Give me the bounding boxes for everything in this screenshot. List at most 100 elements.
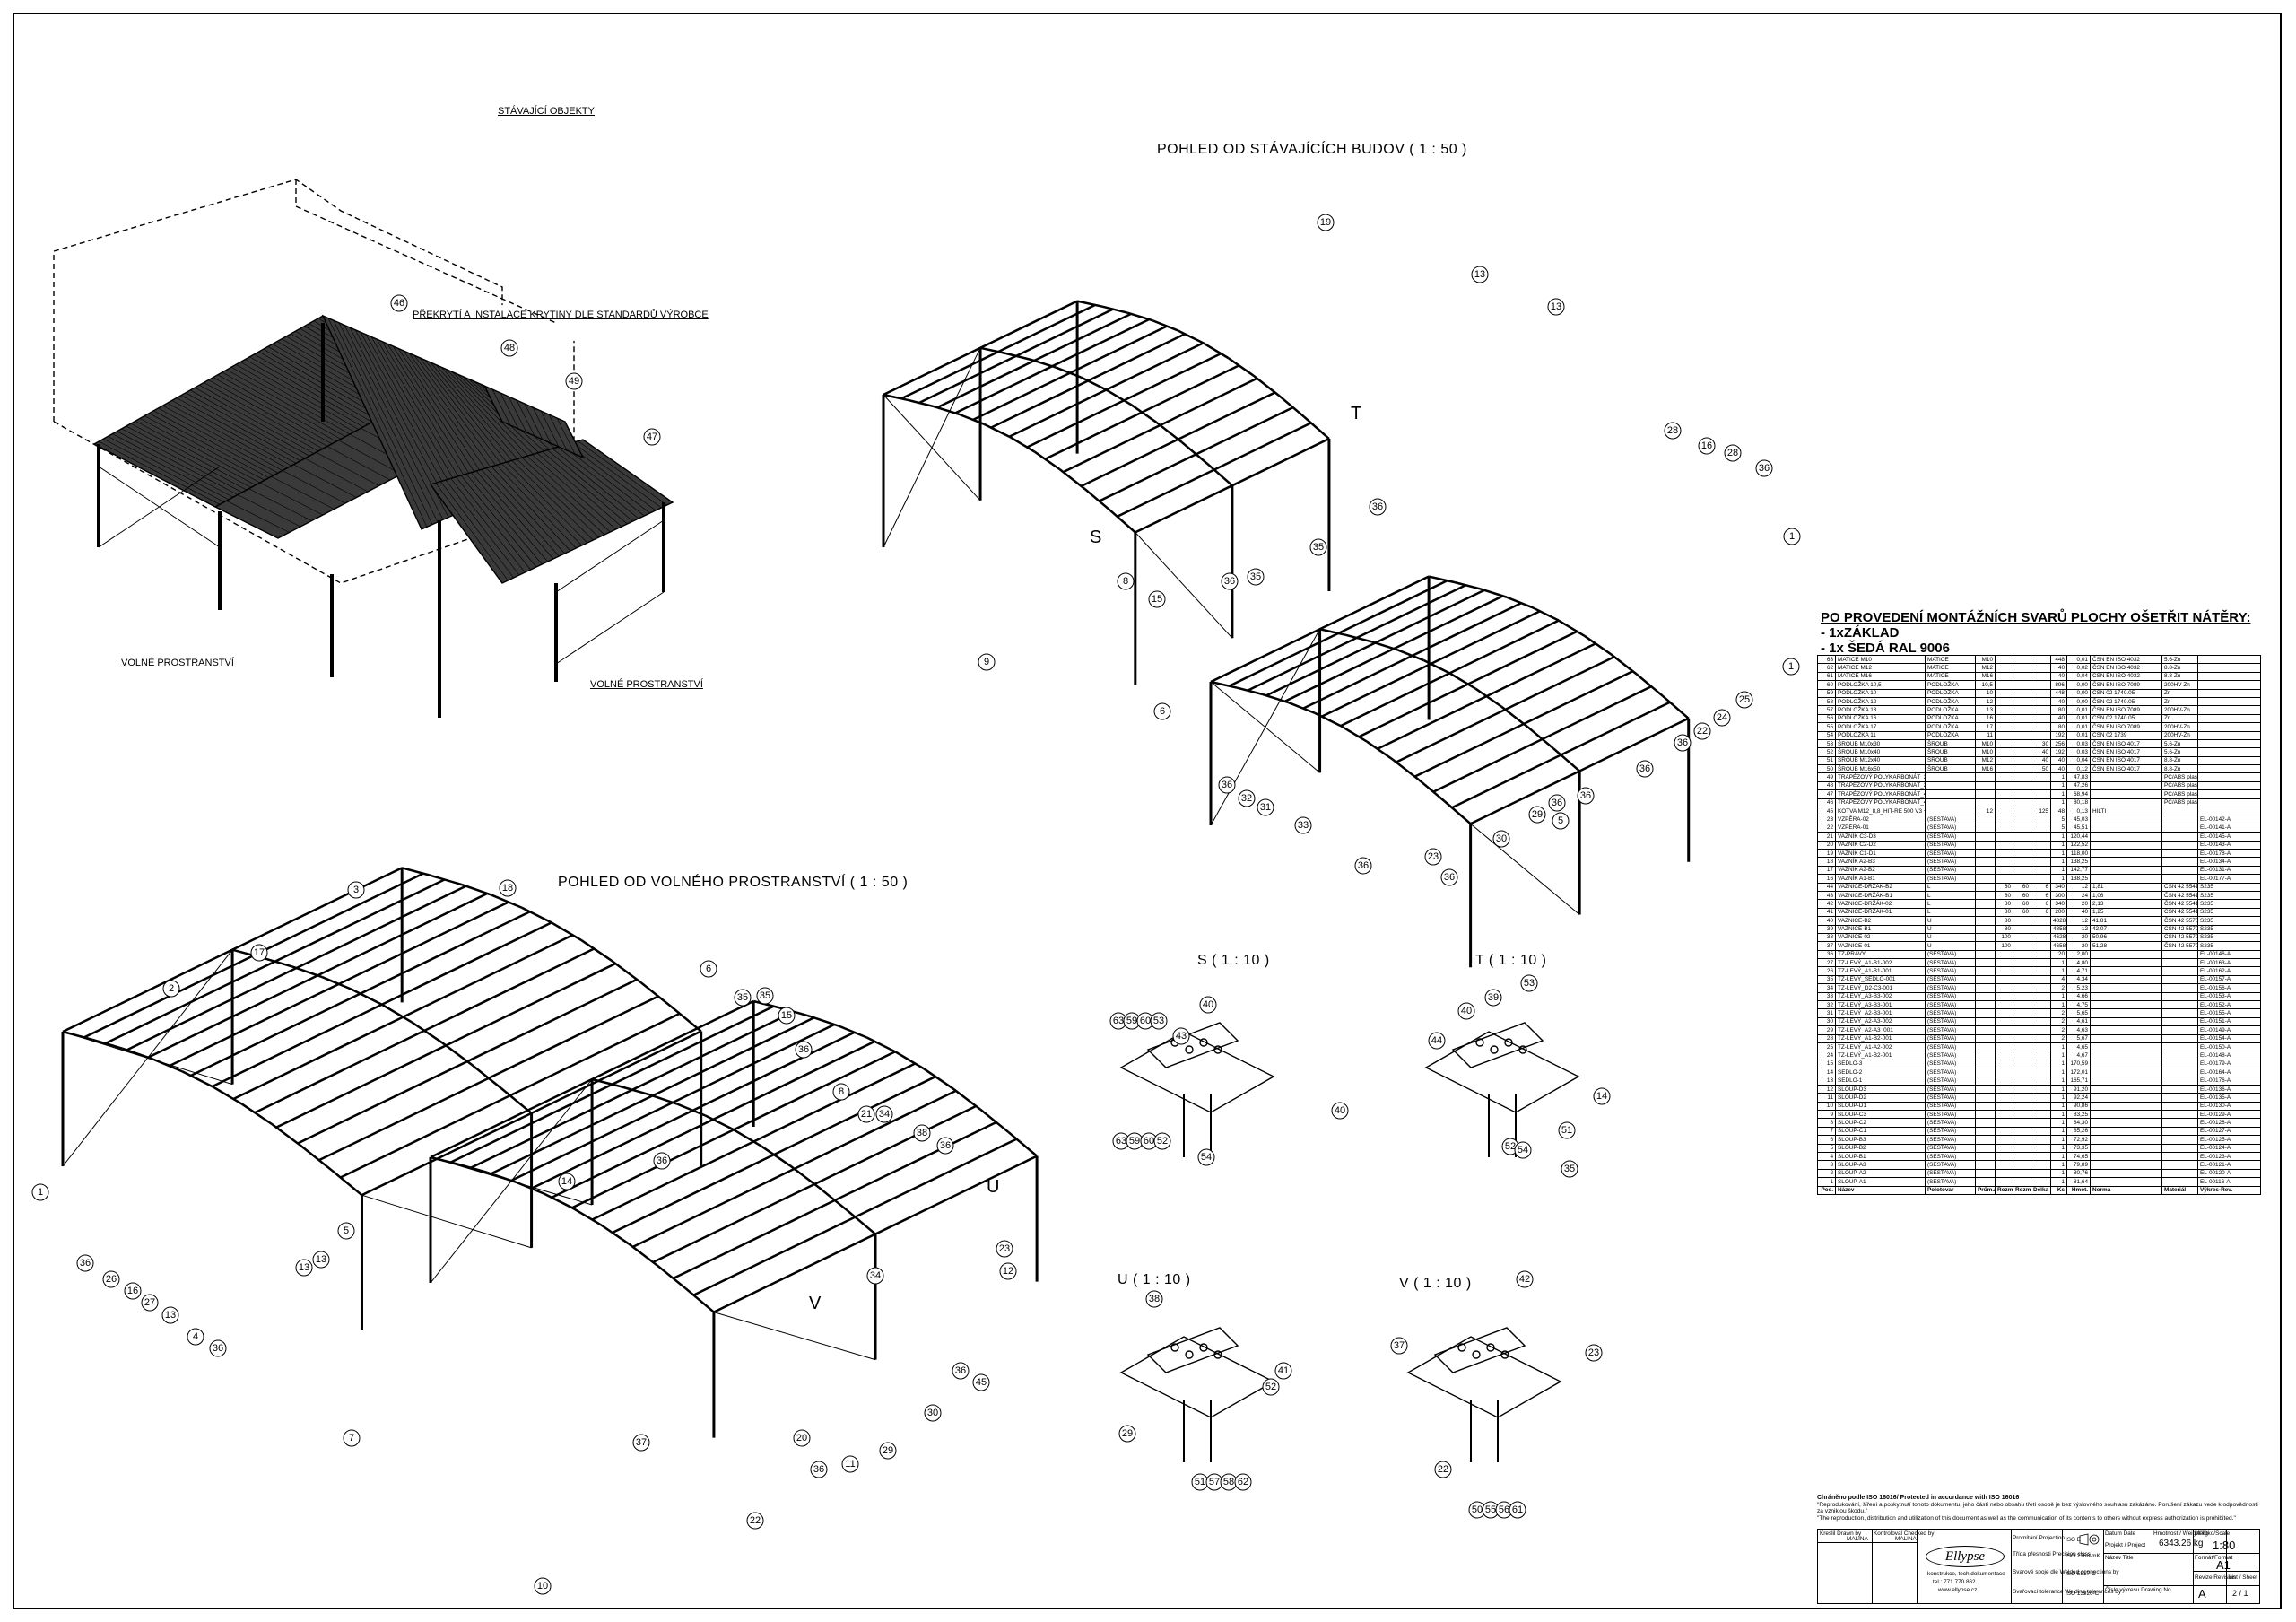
- bom-cell: 5: [1817, 1143, 1836, 1154]
- member-line: [818, 1186, 848, 1212]
- position-bubble: 37: [632, 1434, 650, 1452]
- bom-cell: [2031, 671, 2051, 682]
- member-line: [1470, 823, 1580, 915]
- bom-cell: 40: [2050, 696, 2067, 707]
- bom-cell: 1: [2050, 1093, 2067, 1103]
- bom-cell: [2013, 983, 2031, 993]
- member-line: [254, 353, 373, 423]
- bom-cell: [2013, 857, 2031, 867]
- bom-cell: 0,12: [2066, 764, 2091, 774]
- bom-cell: [2013, 705, 2031, 715]
- svg-text:13: 13: [1551, 301, 1561, 312]
- paint-note-line1: - 1xZÁKLAD: [1821, 625, 1900, 641]
- bom-cell: [2031, 1084, 2051, 1094]
- bom-cell: 1: [2050, 958, 2067, 968]
- member-line: [1004, 352, 1031, 362]
- bom-cell: ŠROUB: [1925, 764, 1976, 774]
- bom-cell: [1995, 738, 2013, 749]
- bom-cell: [2013, 1160, 2031, 1170]
- bom-cell: 60: [1995, 890, 2013, 901]
- bom-cell: [2031, 1068, 2051, 1077]
- bom-cell: VAZNICE-DRŽÁK-01: [1835, 907, 1926, 918]
- position-bubble: 35: [756, 987, 774, 1005]
- bom-cell: 56: [1817, 713, 1836, 724]
- bom-cell: 125: [2031, 807, 2051, 816]
- bom-cell: VZPĚRA-02: [1835, 815, 1926, 824]
- bom-cell: EL-00120-A: [2197, 1168, 2261, 1179]
- bom-cell: [1995, 1093, 2013, 1103]
- bom-cell: [2090, 1076, 2162, 1086]
- bom-cell: [1975, 1042, 1996, 1052]
- bom-cell: 4658: [2050, 941, 2067, 951]
- company-sub3: www.ellypse.cz: [1938, 1587, 1978, 1593]
- bom-cell: M16: [1975, 764, 1996, 774]
- svg-text:16: 16: [1701, 440, 1712, 451]
- member-line: [1506, 596, 1534, 609]
- bom-cell: 28: [1817, 1033, 1836, 1043]
- bom-cell: 38: [1817, 932, 1836, 943]
- position-bubble: 26: [102, 1270, 120, 1288]
- bom-cell: [2013, 1042, 2031, 1052]
- bom-cell: (SESTAVA): [1925, 1033, 1976, 1043]
- bom-cell: (SESTAVA): [1925, 1135, 1976, 1145]
- bom-cell: S235: [2197, 882, 2261, 892]
- svg-text:60: 60: [1144, 1136, 1154, 1147]
- bom-cell: [2161, 958, 2198, 968]
- bom-cell: [2090, 772, 2162, 782]
- bom-cell: PODLOŽKA: [1925, 696, 1976, 707]
- bom-cell: PODLOŽKA: [1925, 722, 1976, 732]
- member-line: [121, 428, 243, 493]
- bom-cell: 16: [1975, 713, 1996, 724]
- member-line: [450, 478, 526, 573]
- bom-cell: TRAPÉZOVÝ POLYKARBONÁT_48m2: [1835, 798, 1926, 808]
- bom-cell: 0,04: [2066, 755, 2091, 766]
- svg-text:8: 8: [839, 1086, 844, 1097]
- position-bubble: 53: [1150, 1012, 1168, 1030]
- bom-cell: [2013, 722, 2031, 732]
- bom-cell: 12: [1817, 1084, 1836, 1094]
- bom-cell: [2197, 730, 2261, 740]
- bom-cell: [1975, 874, 1996, 884]
- member-line: [230, 366, 351, 435]
- bom-cell: [2031, 832, 2051, 842]
- member-line: [144, 415, 265, 481]
- bom-cell: [2031, 1059, 2051, 1069]
- bom-cell: [1995, 1042, 2013, 1052]
- member-line: [1391, 758, 1420, 780]
- bom-cell: [1995, 1008, 2013, 1018]
- position-bubble: 61: [1509, 1501, 1526, 1519]
- position-bubble: 27: [141, 1294, 159, 1312]
- bom-cell: [2013, 1177, 2031, 1187]
- member-line: [458, 1163, 488, 1174]
- bom-cell: VAZNICE-01: [1835, 941, 1926, 951]
- member-line: [431, 875, 463, 886]
- bom-cell: [2197, 705, 2261, 715]
- bom-cell: 4,66: [2066, 991, 2091, 1002]
- bom-cell: [2031, 974, 2051, 985]
- bom-cell: 1: [2050, 1152, 2067, 1162]
- svg-text:44: 44: [1431, 1035, 1442, 1046]
- bom-cell: [2090, 1033, 2162, 1043]
- bom-cell: 35: [1817, 974, 1836, 985]
- bom-cell: [2090, 1068, 2162, 1077]
- svg-text:61: 61: [1512, 1504, 1523, 1515]
- scale: 1:80: [2213, 1539, 2236, 1552]
- svg-text:23: 23: [999, 1243, 1010, 1254]
- bom-cell: [2090, 991, 2162, 1002]
- bom-cell: 22: [1817, 823, 1836, 833]
- svg-text:43: 43: [1176, 1031, 1187, 1042]
- bom-cell: 8.8-Zn: [2161, 755, 2198, 766]
- member-line: [1262, 693, 1290, 704]
- bom-cell: [2031, 663, 2051, 673]
- position-bubble: 13: [1471, 266, 1489, 283]
- bom-cell: 5,65: [2066, 1008, 2091, 1018]
- bom-cell: ČSN EN ISO 7089: [2090, 705, 2162, 715]
- bom-cell: [1995, 815, 2013, 824]
